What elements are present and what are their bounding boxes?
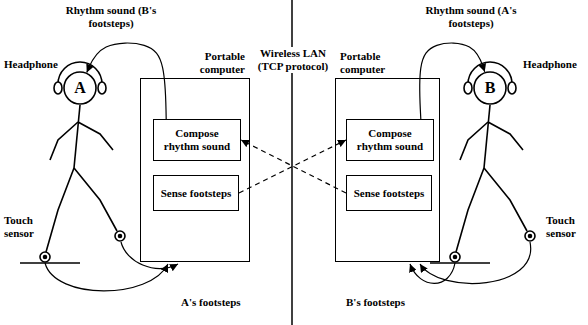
head-outline	[64, 72, 96, 104]
box-heading: Portable computer	[183, 50, 245, 76]
edge-label: Rhythm sound (B's footsteps)	[60, 4, 162, 30]
box-label: Sense footsteps	[354, 187, 425, 200]
touch-sensor	[40, 252, 50, 262]
touch-sensor	[115, 231, 125, 241]
body-line	[74, 105, 80, 168]
arm-line	[78, 122, 113, 150]
part-label: Headphone	[522, 58, 586, 71]
footstep-arrow	[420, 242, 531, 283]
body-line	[484, 105, 490, 168]
signal-label: A's footsteps	[180, 296, 264, 309]
head-circle: A	[63, 71, 97, 105]
touch-sensor-dot	[119, 235, 122, 238]
head-circle: B	[473, 71, 507, 105]
portable-computer-box: Portable computerCompose rhythm soundSen…	[335, 78, 440, 262]
process-box: Compose rhythm sound	[153, 119, 241, 161]
arm-line	[460, 122, 488, 160]
touch-sensor-dot	[529, 235, 532, 238]
part-label: Headphone	[3, 58, 67, 71]
touch-sensor-dot	[454, 256, 457, 259]
edge-label: Rhythm sound (A's footsteps)	[420, 4, 522, 30]
person-letter: A	[74, 79, 86, 97]
leg-line	[484, 168, 527, 231]
stick-figure-b	[430, 62, 535, 263]
touch-sensor	[450, 252, 460, 262]
headphone-cup	[98, 82, 106, 94]
connector	[87, 43, 166, 119]
arm-line	[50, 122, 78, 160]
process-box: Sense footsteps	[153, 175, 239, 211]
stick-figure-a	[20, 62, 125, 263]
ground-line	[430, 262, 490, 264]
touch-sensor-dot	[44, 256, 47, 259]
leg-line	[46, 168, 74, 252]
leg-line	[74, 168, 117, 231]
touch-sensor	[525, 231, 535, 241]
process-box: Sense footsteps	[346, 175, 432, 211]
footstep-arrow	[121, 242, 178, 268]
ground-line	[20, 262, 80, 264]
part-label: Touch sensor	[3, 214, 47, 240]
box-label: Compose rhythm sound	[350, 127, 430, 153]
connector	[241, 140, 346, 193]
box-label: Sense footsteps	[161, 187, 232, 200]
link-label: Wireless LAN (TCP protocol)	[250, 47, 336, 73]
headphone-cup	[464, 82, 472, 94]
headphone-cup	[54, 82, 62, 94]
process-box: Compose rhythm sound	[346, 119, 434, 161]
leg-line	[456, 168, 484, 252]
connector	[239, 140, 346, 193]
headphone-cup	[508, 82, 516, 94]
part-label: Touch sensor	[545, 214, 587, 240]
person-letter: B	[485, 79, 496, 97]
signal-label: B's footsteps	[345, 296, 429, 309]
box-heading: Portable computer	[340, 50, 402, 76]
portable-computer-box: Portable computerCompose rhythm soundSen…	[140, 78, 250, 262]
footstep-arrows	[45, 242, 531, 291]
head-outline	[474, 72, 506, 104]
box-label: Compose rhythm sound	[157, 127, 237, 153]
arm-line	[488, 122, 523, 150]
